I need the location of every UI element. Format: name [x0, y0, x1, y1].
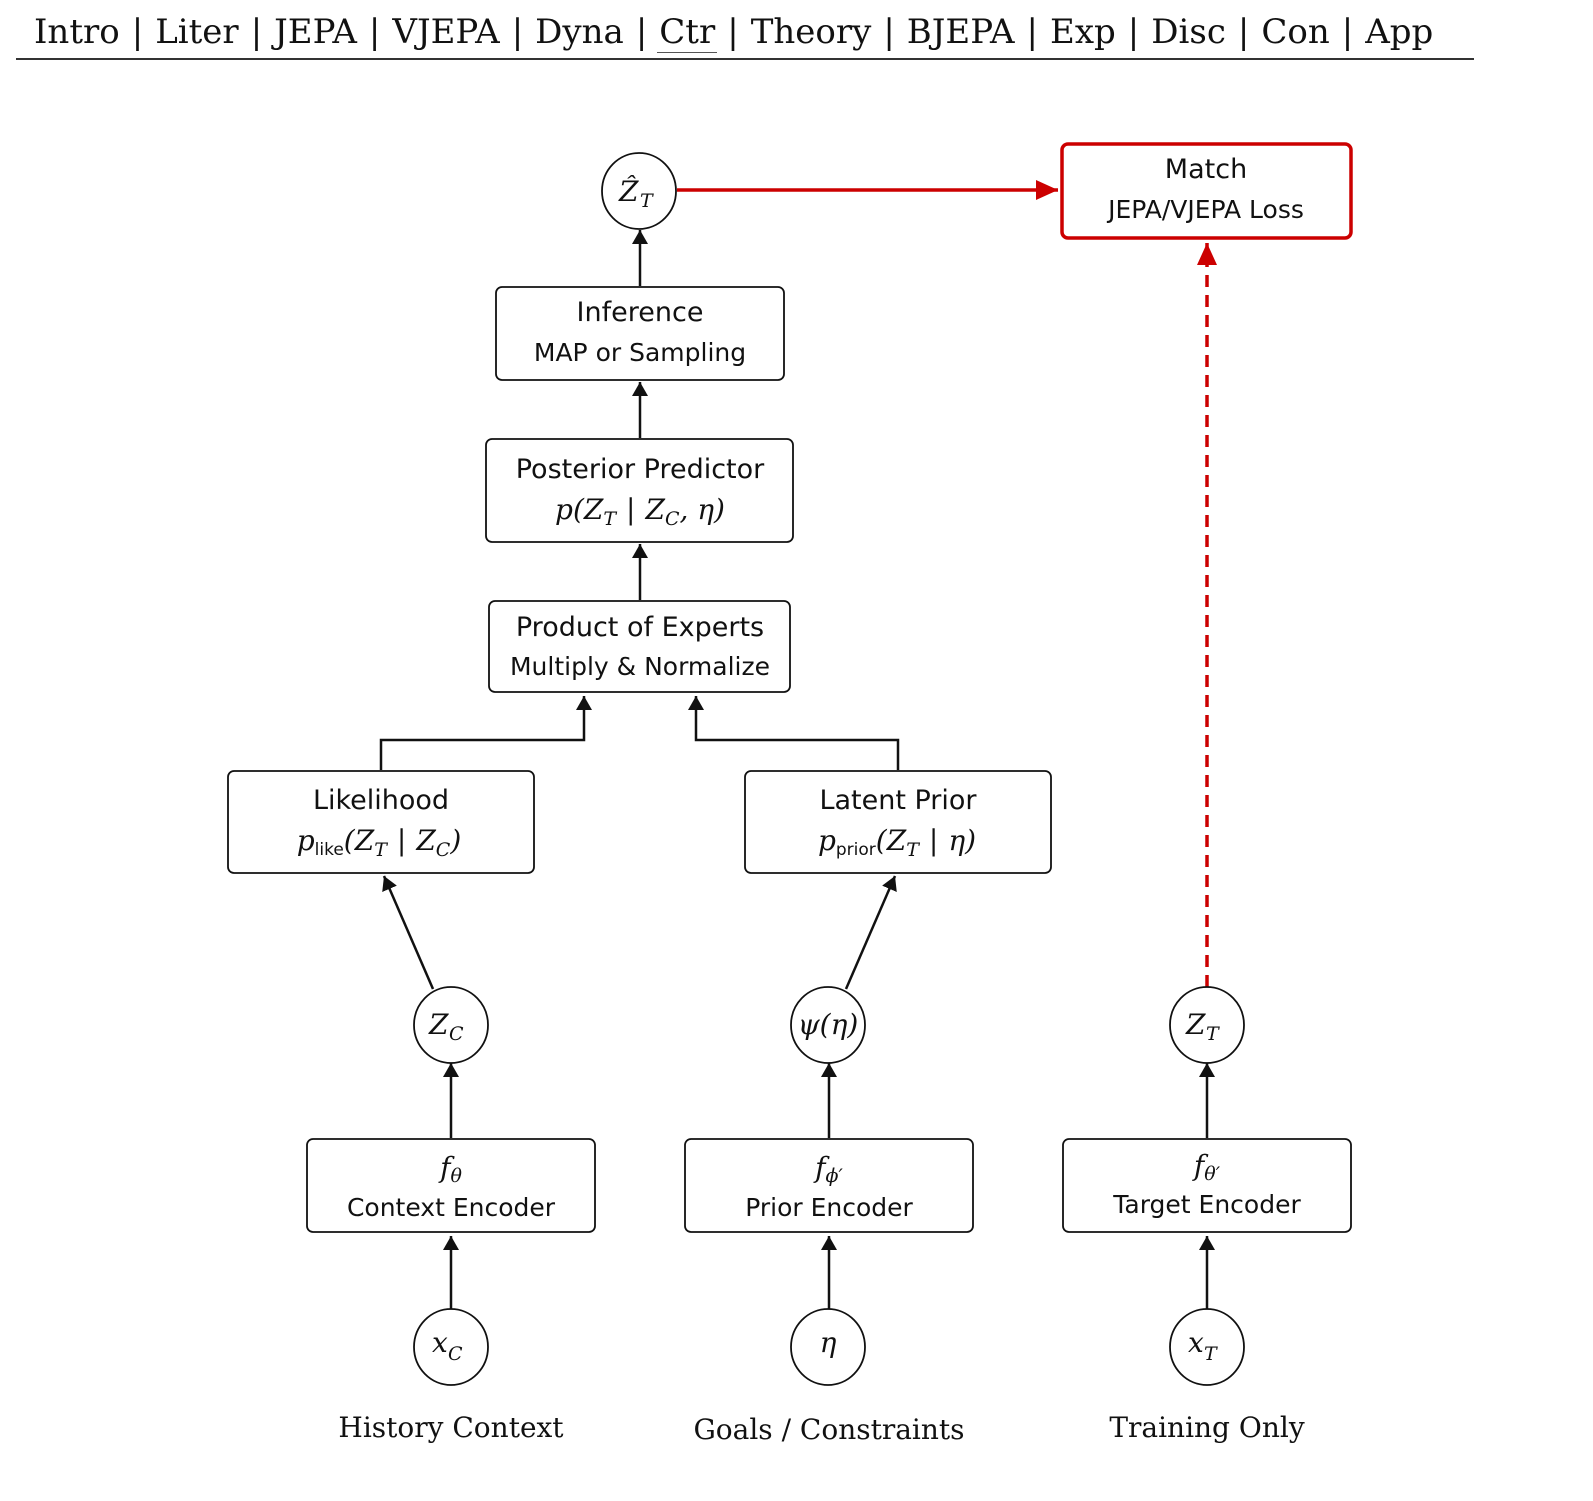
- nav-tab-jepa[interactable]: JEPA: [274, 12, 357, 52]
- nav-separator: |: [250, 12, 263, 52]
- nav-tab-app[interactable]: App: [1365, 12, 1434, 52]
- node-x-c: x C: [413, 1308, 489, 1386]
- nav-separator: |: [131, 12, 144, 52]
- node-z-c: Z C: [413, 986, 489, 1064]
- node-prior-encoder: fϕ′ Prior Encoder: [684, 1138, 974, 1233]
- nav-tab-theory[interactable]: Theory: [750, 12, 872, 52]
- xt-symbol: x: [1188, 1326, 1204, 1359]
- nav-separator: |: [1026, 12, 1039, 52]
- likelihood-title: Likelihood: [313, 785, 449, 816]
- nav-separator: |: [1127, 12, 1140, 52]
- context-encoder-title: Context Encoder: [347, 1193, 556, 1222]
- zc-subscript: C: [449, 1023, 464, 1045]
- prior-encoder-title: Prior Encoder: [745, 1193, 913, 1222]
- likelihood-formula: plike(ZT|ZC): [297, 824, 462, 861]
- latent-prior-title: Latent Prior: [819, 785, 977, 816]
- target-encoder-title: Target Encoder: [1112, 1190, 1301, 1219]
- node-eta: η: [790, 1308, 866, 1386]
- edges: [379, 230, 1215, 1309]
- match-title: Match: [1165, 154, 1247, 185]
- nav-separator: |: [635, 12, 648, 52]
- node-product-of-experts: Product of Experts Multiply & Normalize: [488, 600, 791, 693]
- eta-symbol: η: [820, 1326, 837, 1359]
- node-posterior-predictor: Posterior Predictor p(ZT|ZC, η): [485, 438, 794, 543]
- node-inference: Inference MAP or Sampling: [495, 286, 785, 381]
- nav-separator: |: [368, 12, 381, 52]
- poe-title: Product of Experts: [516, 612, 764, 643]
- psi-eta-symbol: ψ(η): [798, 1008, 859, 1041]
- node-latent-prior: Latent Prior pprior(ZT|η): [744, 770, 1052, 874]
- node-likelihood: Likelihood plike(ZT|ZC): [227, 770, 535, 874]
- caption-history-context: History Context: [338, 1411, 564, 1444]
- zt-symbol: Z: [1185, 1008, 1206, 1041]
- zt-subscript: T: [1206, 1023, 1220, 1045]
- node-x-t: x T: [1169, 1308, 1245, 1386]
- edge-likelihood-to-poe: [379, 696, 592, 770]
- poe-subtitle: Multiply & Normalize: [510, 652, 770, 681]
- caption-training-only: Training Only: [1109, 1411, 1304, 1444]
- nav-tab-liter[interactable]: Liter: [155, 12, 239, 52]
- inference-subtitle: MAP or Sampling: [534, 338, 746, 367]
- posterior-formula: p(ZT|ZC, η): [555, 493, 725, 530]
- nav-tab-dyna[interactable]: Dyna: [535, 12, 624, 52]
- match-subtitle: JEPA/VJEPA Loss: [1106, 195, 1304, 224]
- xt-subscript: T: [1204, 1343, 1218, 1365]
- node-z-t: Z T: [1169, 986, 1245, 1064]
- edge-prior-to-poe: [688, 696, 900, 770]
- xc-subscript: C: [448, 1343, 463, 1365]
- nav-tab-vjepa[interactable]: VJEPA: [392, 12, 500, 52]
- inference-title: Inference: [577, 297, 704, 328]
- nav-separator: |: [1341, 12, 1354, 52]
- nav-tab-con[interactable]: Con: [1261, 12, 1330, 52]
- nav-separator: |: [511, 12, 524, 52]
- nav-tab-ctr[interactable]: Ctr: [657, 12, 718, 53]
- nav-tab-disc[interactable]: Disc: [1151, 12, 1226, 52]
- nav-separator: |: [727, 12, 739, 52]
- node-zhat-t: Ẑ T: [601, 152, 677, 230]
- caption-goals-constraints: Goals / Constraints: [693, 1413, 964, 1446]
- xc-symbol: x: [432, 1326, 448, 1359]
- section-nav: Intro|Liter|JEPA|VJEPA|Dyna|Ctr|Theory|B…: [16, 12, 1474, 60]
- node-target-encoder: fθ′ Target Encoder: [1062, 1138, 1352, 1233]
- nav-tab-bjepa[interactable]: BJEPA: [906, 12, 1015, 52]
- node-context-encoder: fθ Context Encoder: [306, 1138, 596, 1233]
- nav-separator: |: [883, 12, 895, 52]
- zc-symbol: Z: [428, 1008, 449, 1041]
- section-nav-items: Intro|Liter|JEPA|VJEPA|Dyna|Ctr|Theory|B…: [32, 12, 1435, 53]
- node-match: Match JEPA/VJEPA Loss: [1060, 142, 1353, 240]
- zhat-subscript: T: [640, 190, 654, 212]
- node-psi-eta: ψ(η): [790, 986, 866, 1064]
- posterior-title: Posterior Predictor: [516, 454, 765, 485]
- nav-separator: |: [1237, 12, 1250, 52]
- zhat-symbol: Ẑ: [618, 175, 639, 208]
- red-edges: [677, 180, 1217, 987]
- nav-tab-exp[interactable]: Exp: [1050, 12, 1116, 52]
- nav-tab-intro[interactable]: Intro: [34, 12, 120, 52]
- latent-prior-formula: pprior(ZT|η): [818, 824, 976, 861]
- edge-zc-to-likelihood: [382, 875, 435, 990]
- edge-psi-to-latent-prior: [844, 875, 897, 990]
